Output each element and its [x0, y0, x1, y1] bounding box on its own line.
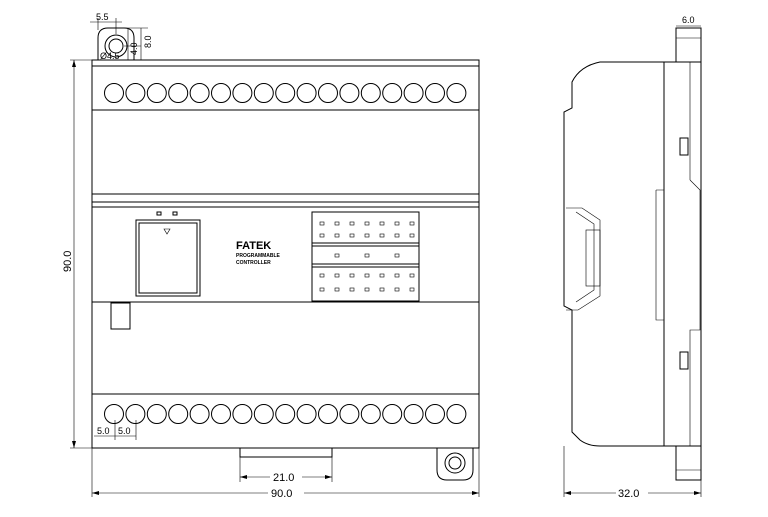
- terminal-screw: [211, 83, 231, 103]
- terminal-block-bottom: [104, 404, 467, 424]
- terminal-screw: [232, 83, 253, 103]
- led-indicator: [409, 233, 415, 238]
- dim-pitch-2: 5.0: [118, 426, 131, 436]
- terminal-screw: [253, 404, 274, 424]
- led-indicator: [409, 221, 415, 226]
- led-indicator: [394, 253, 400, 258]
- terminal-screw: [253, 83, 274, 103]
- terminal-screw: [318, 404, 338, 424]
- terminal-screw: [339, 404, 360, 424]
- terminal-screw: [125, 404, 146, 424]
- led-indicator: [364, 221, 370, 226]
- led-panel: [311, 211, 420, 302]
- led-indicator: [364, 273, 370, 278]
- terminal-screw: [189, 83, 210, 103]
- led-indicator: [379, 221, 385, 226]
- led-indicator: [319, 273, 325, 278]
- dim-tab-width: 5.5: [96, 12, 109, 22]
- led-indicator: [334, 273, 340, 278]
- terminal-block-top: [104, 83, 467, 103]
- terminal-screw: [125, 83, 146, 103]
- terminal-screw: [232, 404, 253, 424]
- dim-width: 90.0: [271, 488, 292, 500]
- port-cover: [135, 211, 201, 297]
- dim-hole-diameter: Ø4.5: [100, 51, 120, 61]
- terminal-screw: [296, 404, 317, 424]
- led-indicator: [394, 221, 400, 226]
- led-indicator: [364, 233, 370, 238]
- led-indicator: [409, 273, 415, 278]
- led-indicator: [349, 233, 355, 238]
- led-indicator: [394, 233, 400, 238]
- front-dimensions: 5.5 4.0 8.0 Ø4.5 90.0 5.0 5.0 21.0: [62, 12, 480, 500]
- terminal-screw: [403, 83, 424, 103]
- terminal-screw: [339, 83, 360, 103]
- led-indicator: [349, 287, 355, 292]
- led-indicator: [334, 287, 340, 292]
- dim-tab-height: 8.0: [143, 35, 153, 48]
- led-indicator: [394, 287, 400, 292]
- dim-height: 90.0: [62, 251, 74, 272]
- terminal-screw: [360, 404, 381, 424]
- terminal-screw: [425, 404, 445, 424]
- terminal-screw: [211, 404, 231, 424]
- brand-subtitle-2: CONTROLLER: [236, 260, 271, 266]
- terminal-screw: [382, 83, 403, 103]
- terminal-screw: [104, 83, 124, 103]
- led-indicator: [379, 233, 385, 238]
- plc-body: [91, 59, 480, 449]
- led-indicator: [319, 287, 325, 292]
- terminal-screw: [318, 83, 338, 103]
- led-indicator: [379, 273, 385, 278]
- led-indicator: [409, 287, 415, 292]
- led-indicator: [349, 221, 355, 226]
- led-indicator: [364, 253, 370, 258]
- comm-port: [110, 302, 131, 330]
- terminal-screw: [403, 404, 424, 424]
- terminal-screw: [446, 83, 467, 103]
- terminal-screw: [146, 83, 167, 103]
- dim-tab-offset: 4.0: [129, 42, 139, 55]
- terminal-screw: [146, 404, 167, 424]
- dim-side-top: 6.0: [682, 15, 695, 25]
- led-indicator: [334, 221, 340, 226]
- brand-label: FATEK: [236, 240, 271, 252]
- terminal-screw: [296, 83, 317, 103]
- led-indicator: [349, 273, 355, 278]
- terminal-screw: [425, 83, 445, 103]
- terminal-screw: [168, 83, 189, 103]
- led-indicator: [394, 273, 400, 278]
- terminal-screw: [360, 83, 381, 103]
- din-clip: [239, 447, 333, 458]
- dim-side-depth: 32.0: [618, 488, 639, 500]
- mounting-tab-bottom: [436, 448, 474, 481]
- dim-din-clip: 21.0: [273, 472, 294, 484]
- led-indicator: [319, 221, 325, 226]
- terminal-screw: [382, 404, 403, 424]
- terminal-screw: [168, 404, 189, 424]
- side-dimensions: 6.0 32.0: [563, 15, 702, 500]
- terminal-screw: [275, 404, 296, 424]
- led-indicator: [334, 233, 340, 238]
- dim-pitch-1: 5.0: [97, 426, 110, 436]
- terminal-screw: [104, 404, 124, 424]
- front-view: FATEK PROGRAMMABLE CONTROLLER: [91, 27, 480, 481]
- led-indicator: [364, 287, 370, 292]
- terminal-screw: [275, 83, 296, 103]
- terminal-screw: [446, 404, 467, 424]
- terminal-screw: [189, 404, 210, 424]
- led-indicator: [379, 287, 385, 292]
- led-indicator: [319, 233, 325, 238]
- brand-subtitle-1: PROGRAMMABLE: [236, 253, 281, 259]
- led-indicator: [334, 253, 340, 258]
- side-view: [563, 27, 702, 481]
